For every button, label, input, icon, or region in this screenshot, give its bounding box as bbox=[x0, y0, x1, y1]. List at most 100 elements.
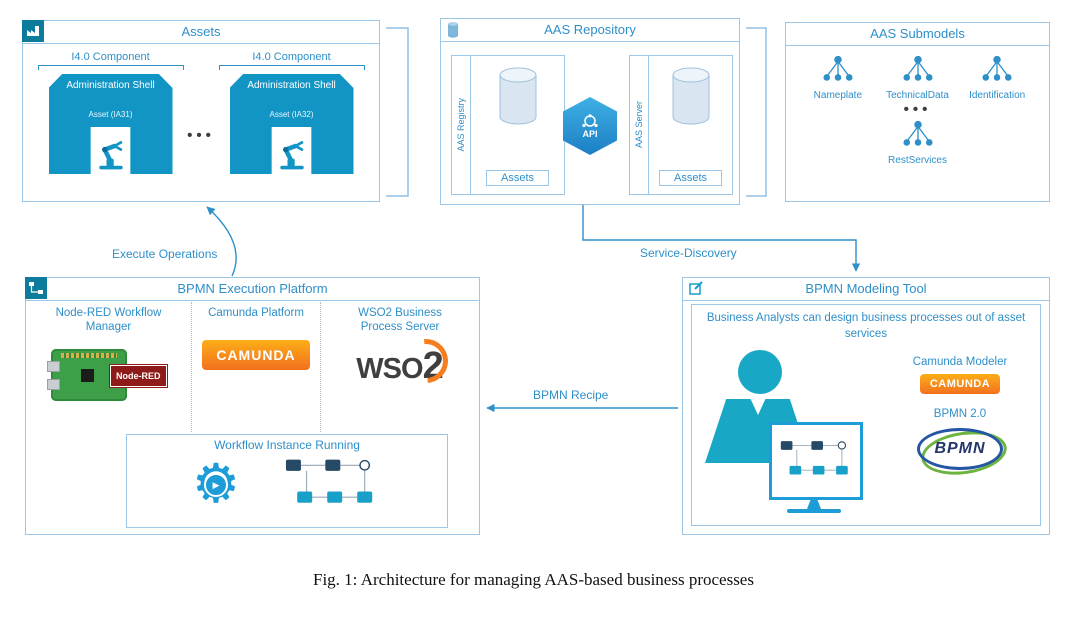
camunda-title: Camunda Platform bbox=[208, 307, 304, 319]
camunda-modeler-label: Camunda Modeler bbox=[912, 356, 1008, 368]
registry-strip: AAS Registry bbox=[452, 56, 471, 194]
wso2-title: WSO2 Business Process Server bbox=[358, 307, 442, 334]
modeling-icon bbox=[689, 281, 703, 300]
raspberry-pi-graphic: Node-RED bbox=[46, 347, 168, 405]
server-strip: AAS Server bbox=[630, 56, 649, 194]
bpmn-logo-text: BPMN bbox=[934, 440, 986, 457]
aas-repository-box: AAS Repository AAS Registry Assets bbox=[440, 18, 740, 205]
database-cylinder-icon bbox=[499, 67, 536, 125]
monitor-base bbox=[787, 509, 841, 513]
bpmn-diagram-on-screen bbox=[780, 441, 848, 475]
execute-operations-label: Execute Operations bbox=[112, 247, 218, 261]
i40-component-1: I4.0 Component Administration Shell Asse… bbox=[33, 51, 188, 174]
repository-submodels-bracket bbox=[746, 27, 767, 197]
modeling-title: BPMN Modeling Tool bbox=[683, 278, 1049, 301]
person-head bbox=[738, 350, 782, 394]
pencil-square-icon bbox=[689, 281, 703, 295]
robot-arm-icon bbox=[279, 141, 304, 170]
modeler-tools-column: Camunda Modeler CAMUNDA BPMN 2.0 BPMN bbox=[879, 356, 1041, 480]
assets-title: Assets bbox=[23, 21, 379, 44]
component-label: I4.0 Component bbox=[252, 51, 331, 63]
factory-icon bbox=[27, 26, 39, 36]
usb-port bbox=[46, 378, 60, 390]
monitor-stand bbox=[807, 500, 821, 509]
registry-vertical-label: AAS Registry bbox=[456, 98, 466, 152]
execution-title: BPMN Execution Platform bbox=[26, 278, 479, 301]
submodel-nameplate: Nameplate bbox=[798, 54, 878, 101]
service-discovery-arrow bbox=[582, 205, 861, 272]
wso2-logo-text: WSO bbox=[356, 352, 423, 385]
nodered-title: Node-RED Workflow Manager bbox=[55, 307, 162, 334]
camunda-logo: CAMUNDA bbox=[919, 374, 1001, 394]
bpmn-20-label: BPMN 2.0 bbox=[933, 408, 987, 420]
aas-submodels-box: AAS Submodels Nameplate TechnicalData bbox=[785, 22, 1050, 202]
submodel-label: RestServices bbox=[888, 155, 947, 166]
submodels-ellipsis: ••• bbox=[903, 101, 932, 118]
submodel-label: Nameplate bbox=[813, 90, 863, 101]
figure-caption: Fig. 1: Architecture for managing AAS-ba… bbox=[313, 570, 754, 589]
shell-title: Administration Shell bbox=[247, 80, 336, 91]
assets-repository-bracket bbox=[386, 27, 409, 197]
repository-icon bbox=[447, 22, 459, 43]
bpmn-flow-icon bbox=[286, 459, 373, 503]
server-main: Assets bbox=[649, 56, 732, 194]
asset-label: Asset (IA32) bbox=[269, 110, 314, 119]
api-hexagon: API bbox=[563, 97, 617, 155]
server-vertical-label: AAS Server bbox=[634, 101, 644, 149]
submodel-label: Identification bbox=[969, 90, 1026, 101]
asset-label: Asset (IA31) bbox=[88, 110, 133, 119]
i40-component-2: I4.0 Component Administration Shell Asse… bbox=[214, 51, 369, 174]
submodel-icon bbox=[823, 55, 853, 81]
shell-title: Administration Shell bbox=[66, 80, 155, 91]
cpu-chip bbox=[80, 368, 94, 382]
aas-repository-title: AAS Repository bbox=[441, 19, 739, 42]
modeling-inner-box: Business Analysts can design business pr… bbox=[691, 304, 1041, 526]
registry-main: Assets bbox=[471, 56, 564, 194]
submodel-icon bbox=[902, 55, 933, 81]
submodel-technicaldata: TechnicalData bbox=[878, 54, 958, 101]
workflow-instance-box: Workflow Instance Running ⚙ ▶ bbox=[126, 434, 448, 528]
modeling-description: Business Analysts can design business pr… bbox=[706, 312, 1026, 341]
component-brace bbox=[37, 65, 184, 70]
usb-port bbox=[46, 360, 60, 372]
nodered-column: Node-RED Workflow Manager Node-RED bbox=[26, 302, 191, 432]
camunda-column: Camunda Platform CAMUNDA bbox=[191, 302, 321, 432]
bpmn-ellipse-blue bbox=[917, 428, 1003, 470]
workflow-content: ⚙ ▶ bbox=[127, 454, 447, 514]
aas-registry-panel: AAS Registry Assets bbox=[451, 55, 565, 195]
assets-box: Assets I4.0 Component Administration She… bbox=[22, 20, 380, 202]
submodel-icon bbox=[982, 55, 1012, 81]
wso2-logo-2: 2 bbox=[422, 344, 444, 387]
registry-assets-label: Assets bbox=[485, 170, 549, 186]
server-assets-label: Assets bbox=[658, 170, 722, 186]
api-label: API bbox=[582, 128, 598, 139]
submodel-label: TechnicalData bbox=[886, 90, 949, 101]
bpmn-execution-platform-box: BPMN Execution Platform Node-RED Workflo… bbox=[25, 277, 480, 535]
nodered-logo: Node-RED bbox=[109, 363, 168, 388]
database-cylinder-icon bbox=[672, 67, 709, 125]
submodel-icon bbox=[902, 120, 933, 146]
workflow-instance-title: Workflow Instance Running bbox=[214, 438, 360, 452]
administration-shell-2: Administration Shell Asset (IA32) bbox=[229, 74, 354, 174]
aas-server-panel: AAS Server Assets bbox=[629, 55, 733, 195]
bpmn-modeling-tool-box: BPMN Modeling Tool Business Analysts can… bbox=[682, 277, 1050, 535]
bpmn-logo: BPMN bbox=[917, 426, 1010, 480]
play-icon: ▶ bbox=[203, 473, 228, 498]
service-discovery-label: Service-Discovery bbox=[640, 246, 737, 260]
component-label: I4.0 Component bbox=[71, 51, 150, 63]
gpio-pins bbox=[60, 352, 117, 358]
aas-submodels-title: AAS Submodels bbox=[786, 23, 1049, 46]
robot-arm-icon bbox=[98, 141, 123, 170]
running-gear-icon: ⚙ ▶ bbox=[192, 457, 240, 511]
assets-ellipsis: ••• bbox=[187, 127, 215, 144]
api-network-icon bbox=[582, 113, 598, 127]
bpmn-recipe-label: BPMN Recipe bbox=[533, 388, 609, 402]
submodel-identification: Identification bbox=[957, 54, 1037, 101]
component-brace bbox=[218, 65, 365, 70]
submodel-row: Nameplate TechnicalData Identification bbox=[786, 46, 1049, 101]
submodel-restservices: RestServices bbox=[786, 119, 1049, 166]
administration-shell-1: Administration Shell Asset (IA31) bbox=[48, 74, 173, 174]
